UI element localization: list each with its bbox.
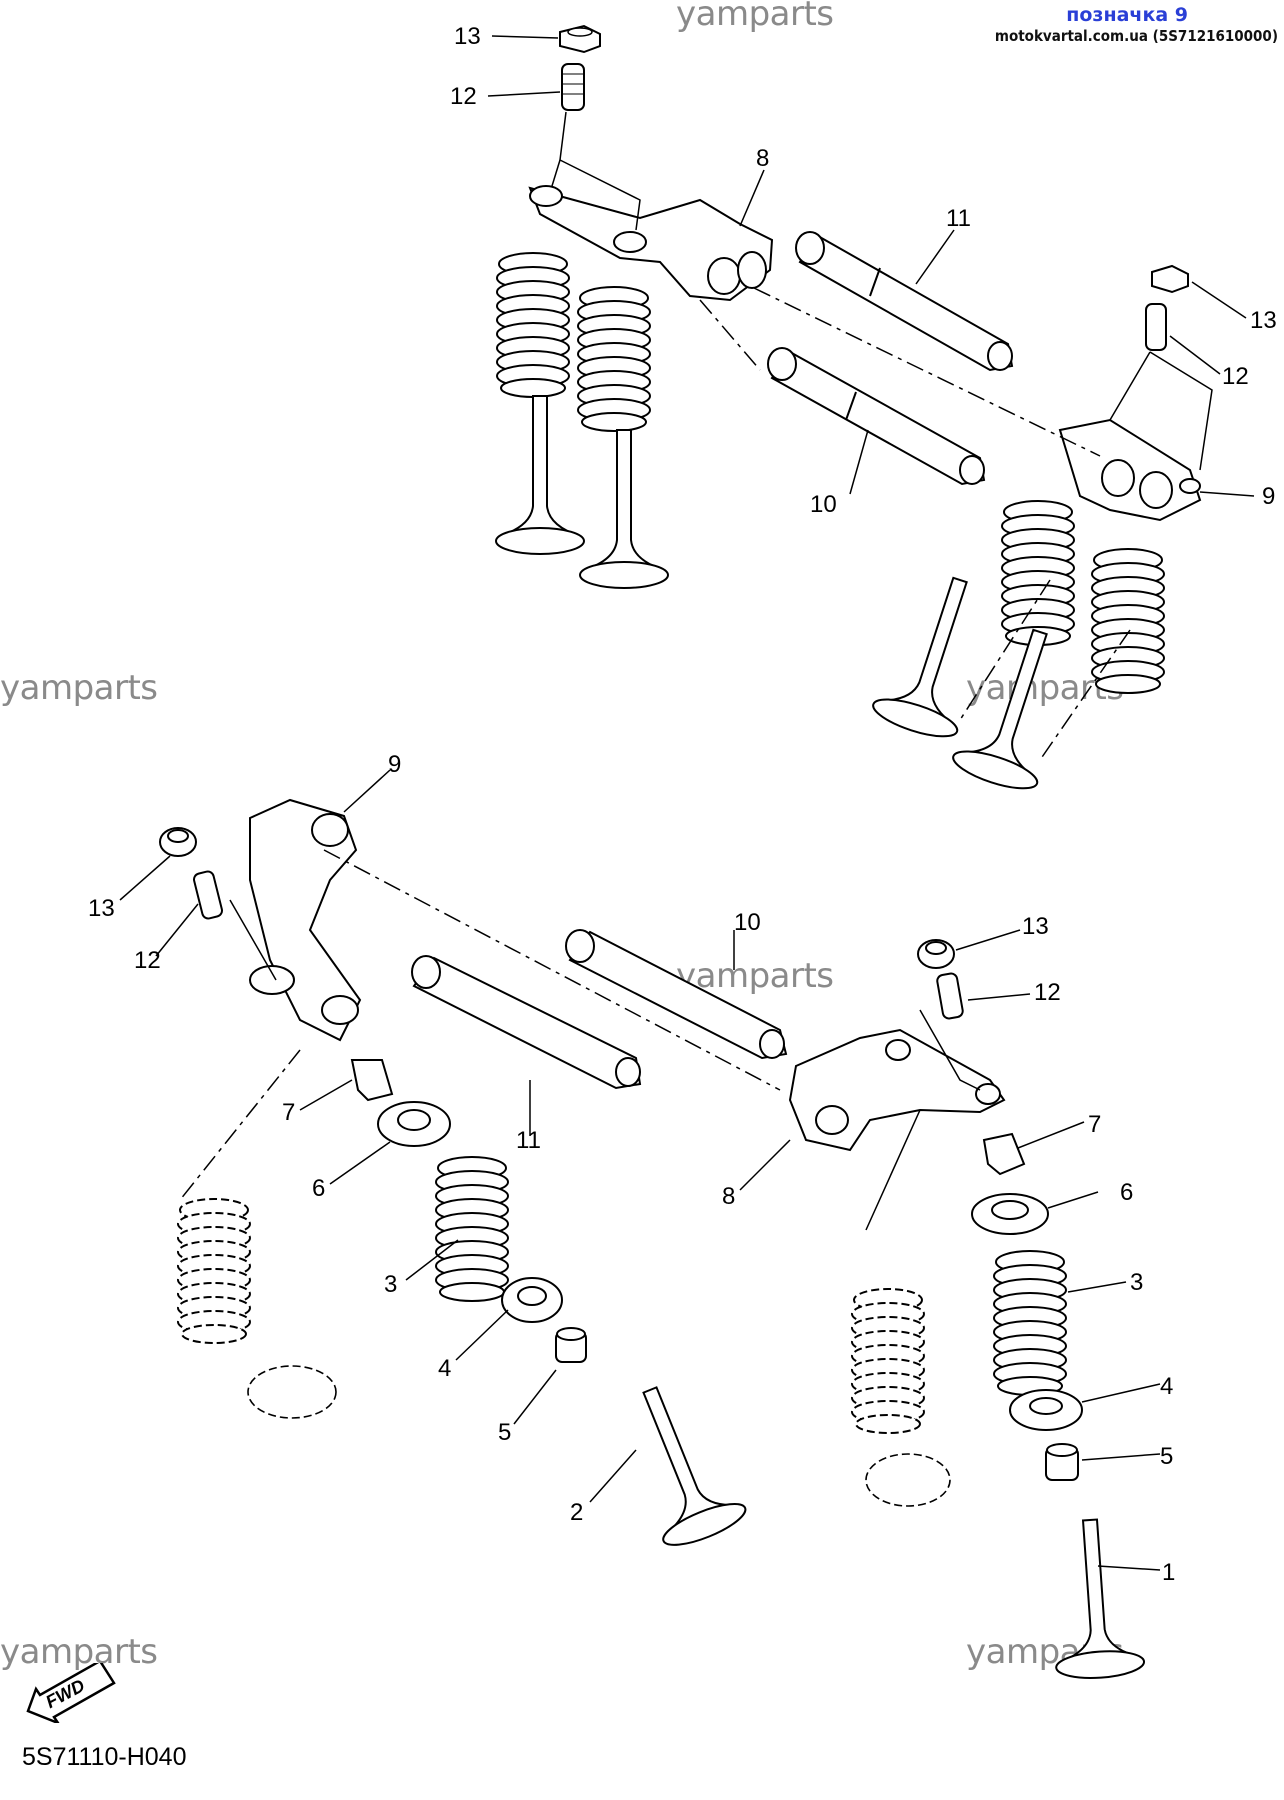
callouts: 13 12 8 11 10 13 12 9 9 13 12 10 13 12 7… (88, 23, 1277, 1586)
spring-seat-4-left (501, 1277, 563, 1323)
callout-4: 4 (1160, 1373, 1173, 1400)
callout-6: 6 (312, 1175, 325, 1202)
spring-retainer-6-right (971, 1193, 1049, 1235)
callout-3: 3 (384, 1271, 397, 1298)
upper-assembly (495, 24, 1213, 797)
callout-11: 11 (516, 1127, 541, 1154)
callout-9: 9 (388, 751, 401, 778)
nut-13-lower-left (159, 827, 197, 857)
valve-cotter-7-left (350, 1059, 394, 1102)
oil-seal-5-left (555, 1327, 587, 1363)
callout-5: 5 (498, 1419, 511, 1446)
rocker-arm-8-upper (528, 185, 774, 302)
oil-seal-5-right (1045, 1443, 1079, 1481)
callout-10: 10 (810, 491, 837, 518)
fwd-arrow-icon: FWD (26, 1663, 116, 1723)
callout-11: 11 (946, 205, 971, 232)
watermark: yamparts (0, 1632, 158, 1672)
callout-2: 2 (570, 1499, 583, 1526)
valve-spring-3-left (435, 1156, 509, 1302)
rocker-shaft-11-lower (411, 955, 642, 1090)
rocker-arm-9-upper (1058, 418, 1202, 522)
rocker-shaft-11-upper (795, 231, 1014, 372)
rocker-arm-9-lower (249, 798, 362, 1042)
rocker-shaft-10-lower (565, 929, 788, 1060)
callout-6: 6 (1120, 1179, 1133, 1206)
callout-7: 7 (1088, 1111, 1101, 1138)
callout-7: 7 (282, 1099, 295, 1126)
adjuster-12-upper-left (561, 63, 585, 111)
spring-retainer-6-left (377, 1101, 451, 1147)
valve-spring-3-right (993, 1250, 1067, 1396)
callout-13: 13 (1250, 307, 1277, 334)
intake-valve-1 (1045, 1515, 1146, 1682)
callout-13: 13 (1022, 913, 1049, 940)
header-subtitle: motokvartal.com.ua (5S7121610000) (994, 27, 1278, 45)
adjuster-12-lower-left (193, 870, 223, 920)
callout-12: 12 (134, 947, 161, 974)
leader-lines (119, 35, 1255, 1571)
callout-3: 3 (1130, 1269, 1143, 1296)
rocker-shaft-10-upper (767, 347, 986, 486)
callout-12: 12 (450, 83, 477, 110)
callout-1: 1 (1162, 1559, 1175, 1586)
callout-8: 8 (722, 1183, 735, 1210)
rocker-arm-8-lower (788, 1028, 1006, 1152)
header-title: позначка 9 (1066, 4, 1188, 26)
callout-13: 13 (88, 895, 115, 922)
watermark: yamparts (0, 668, 158, 708)
spring-seat-4-right (1009, 1389, 1083, 1431)
adjuster-12-upper-right (1145, 303, 1167, 351)
callout-4: 4 (438, 1355, 451, 1382)
callout-5: 5 (1160, 1443, 1173, 1470)
nut-13-lower-right (917, 939, 955, 969)
nut-13-upper-left (559, 24, 601, 54)
callout-13: 13 (454, 23, 481, 50)
nut-13-upper-right (1151, 264, 1189, 294)
callout-9: 9 (1262, 483, 1275, 510)
callout-12: 12 (1034, 979, 1061, 1006)
callout-10: 10 (734, 909, 761, 936)
valve-cotter-7-right (982, 1132, 1026, 1176)
adjuster-12-lower-right (936, 972, 964, 1020)
lower-assembly (159, 798, 1146, 1682)
exhaust-valve-2 (608, 1372, 751, 1554)
watermark: yamparts (676, 0, 834, 34)
callout-8: 8 (756, 145, 769, 172)
callout-12: 12 (1222, 363, 1249, 390)
diagram-code: 5S71110-H040 (22, 1743, 187, 1771)
